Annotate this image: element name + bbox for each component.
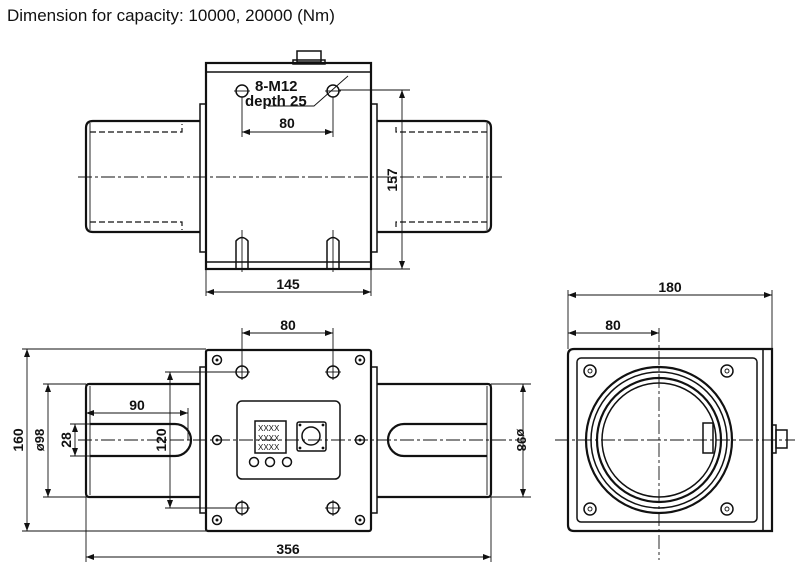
label-line-2: XXXX <box>258 434 280 443</box>
side-connector <box>771 424 788 454</box>
label-line-3: XXXX <box>258 443 280 452</box>
side-dim-180: 180 <box>658 279 682 295</box>
label-line-1: XXXX <box>258 424 280 433</box>
front-dim-90: 90 <box>129 397 145 413</box>
top-flange-right <box>370 103 378 253</box>
front-screws <box>211 354 366 526</box>
label-plate <box>254 420 287 454</box>
top-shaft-right <box>377 119 493 234</box>
front-dim-80: 80 <box>280 317 296 333</box>
top-dim-157: 157 <box>384 168 400 192</box>
front-view: XXXX XXXX XXXX 80 160 ø98 <box>10 317 531 562</box>
front-body <box>204 348 373 533</box>
front-dim-d98-right: ø98 <box>514 429 529 451</box>
top-stud-left <box>235 230 249 272</box>
top-flange-left <box>199 103 207 253</box>
top-stud-right <box>326 230 340 272</box>
side-dim-80: 80 <box>605 317 621 333</box>
top-hole-right <box>325 84 341 98</box>
connector-socket <box>296 421 327 452</box>
top-dim-80: 80 <box>279 115 295 131</box>
keyway-left <box>90 422 193 458</box>
top-view: 8-M12 depth 25 80 157 145 <box>78 50 502 296</box>
front-shaft-left <box>84 382 200 499</box>
side-body <box>566 347 774 533</box>
front-dim-160: 160 <box>10 428 26 452</box>
hole-note-line1: 8-M12 <box>255 78 298 95</box>
top-shaft-left <box>84 119 200 234</box>
side-screws <box>583 364 734 516</box>
indicator-leds <box>248 456 293 468</box>
front-dim-120: 120 <box>153 428 169 452</box>
side-view: 180 80 <box>555 279 795 560</box>
front-dim-28: 28 <box>58 432 74 448</box>
hole-note-line2: depth 25 <box>245 93 307 110</box>
front-dim-356: 356 <box>276 541 300 557</box>
hole-note-leader <box>268 75 349 107</box>
front-panel <box>236 400 341 480</box>
top-dim-145: 145 <box>276 276 300 292</box>
front-dim-d98-left: ø98 <box>32 429 47 451</box>
side-key <box>702 422 714 454</box>
front-shaft-right <box>377 382 493 499</box>
drawing-title: Dimension for capacity: 10000, 20000 (Nm… <box>7 6 335 25</box>
